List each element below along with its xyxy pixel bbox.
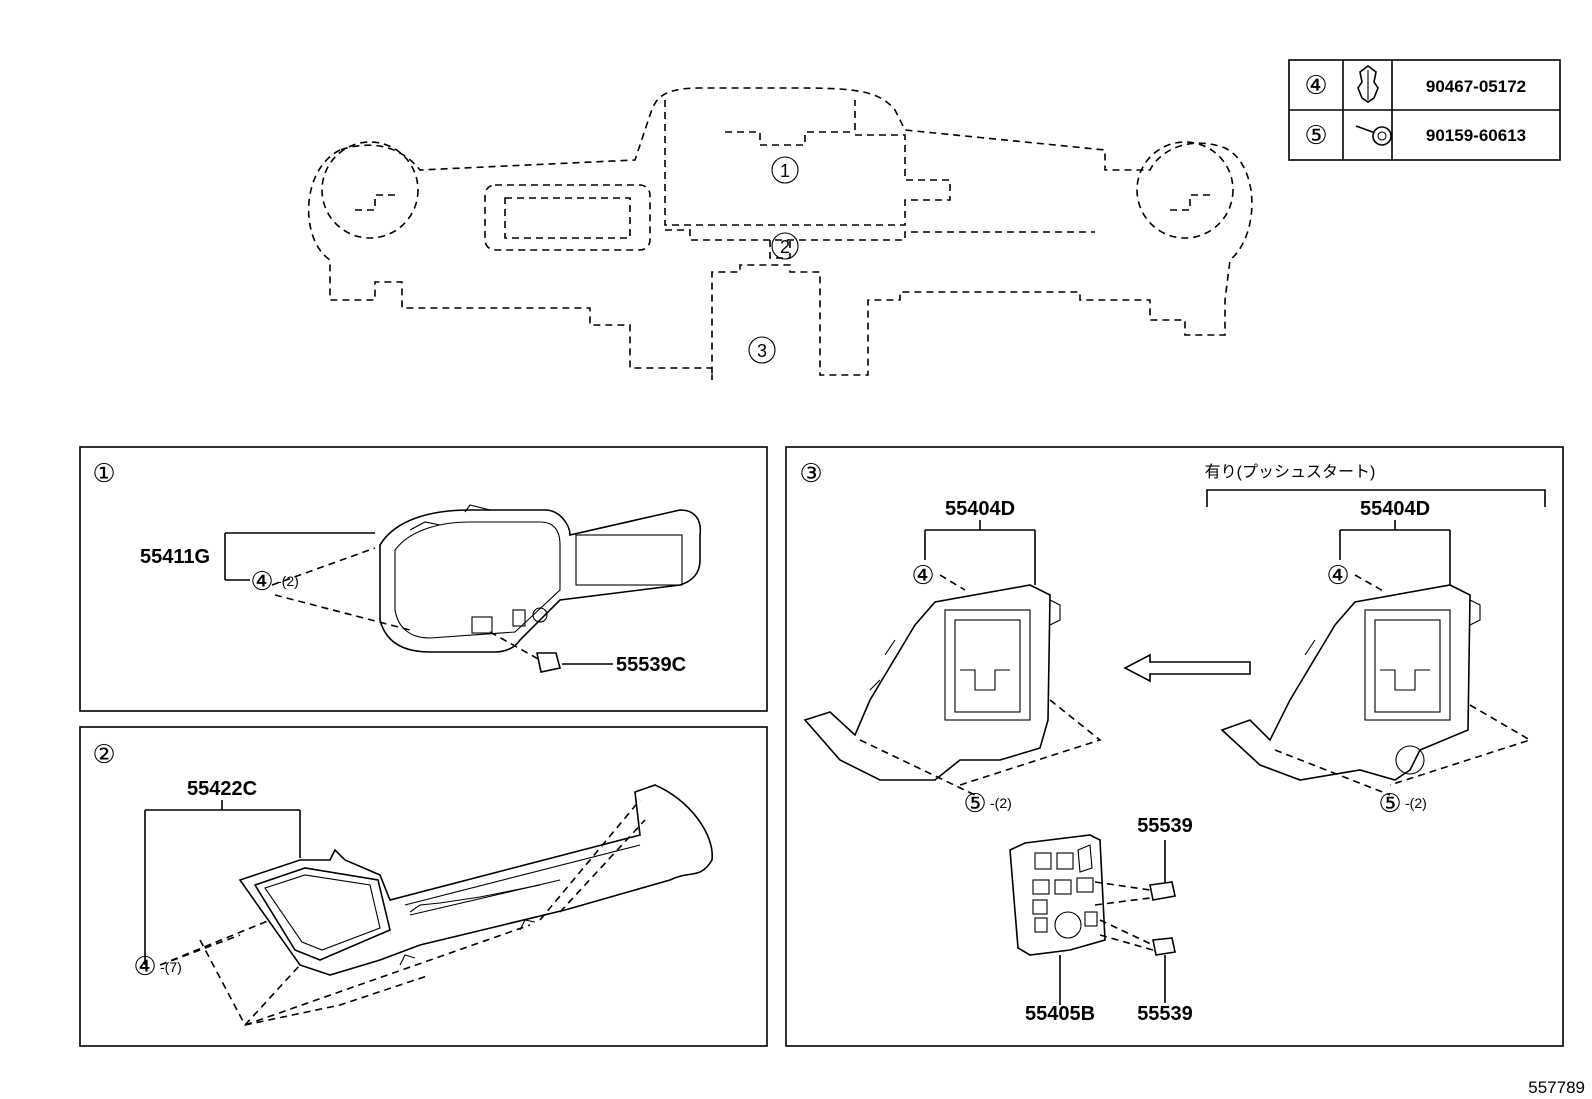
- switch-55539C: [536, 652, 561, 673]
- part-55539-top: 55539: [1137, 815, 1193, 837]
- part-55404D-left: 55404D: [945, 498, 1015, 520]
- overview-callout-2-label: 2: [780, 237, 790, 257]
- overview-callout-1-label: 1: [780, 161, 790, 181]
- clip-icon: [1357, 65, 1379, 103]
- panel-2-clip-qty: -(7): [160, 959, 182, 975]
- panel-3-left-clip-ref: ④: [911, 561, 934, 591]
- panel-2-clip-ref: ④: [133, 952, 156, 982]
- part-55404D-right: 55404D: [1360, 498, 1430, 520]
- panel-2: ② 55422C ④ -(7): [79, 726, 768, 1047]
- panel-3-left-screw-ref: ⑤: [963, 789, 986, 819]
- panel-1-clip-qty: -(2): [277, 573, 299, 589]
- panel-1-clip-ref: ④: [250, 567, 273, 597]
- panel-3: ③ 55404D ④ ⑤ -(2) 有り(プッシュスタート): [785, 446, 1564, 1047]
- panel-2-ref: ②: [92, 740, 115, 770]
- cluster-bezel-55411G: [379, 504, 702, 653]
- lower-panel-55422C: [238, 784, 713, 976]
- variant-note: 有り(プッシュスタート): [1205, 463, 1376, 481]
- panel-1: ① 55411G ④ -(2) 55539C: [79, 446, 768, 712]
- panel-3-right-clip-ref: ④: [1326, 561, 1349, 591]
- part-55539C: 55539C: [616, 654, 686, 676]
- diagram-id: 557789: [1528, 1078, 1585, 1097]
- part-55411G: 55411G: [140, 546, 210, 568]
- legend-part-90467: 90467-05172: [1426, 77, 1526, 96]
- fastener-legend: ④ ⑤ 90467-05172 90159-60613: [1288, 59, 1561, 161]
- panel-3-ref: ③: [799, 459, 822, 489]
- overview-callout-3-label: 3: [757, 341, 767, 361]
- switch-55539-top: [1149, 881, 1176, 901]
- panel-1-ref: ①: [92, 459, 115, 489]
- switch-55539-bottom: [1152, 937, 1176, 956]
- screw-icon: [1355, 125, 1392, 146]
- part-55405B: 55405B: [1025, 1003, 1095, 1025]
- legend-ref-4: ④: [1304, 71, 1327, 101]
- legend-ref-5: ⑤: [1304, 121, 1327, 151]
- part-55539-bottom: 55539: [1137, 1003, 1193, 1025]
- column-cover-55404D-right: [1220, 584, 1481, 781]
- panel-3-left-screw-qty: -(2): [990, 795, 1012, 811]
- column-cover-55404D-left: [803, 584, 1061, 781]
- part-55422C: 55422C: [187, 778, 257, 800]
- switch-panel-55405B: [1009, 834, 1106, 956]
- panel-3-right-screw-qty: -(2): [1405, 795, 1427, 811]
- replacement-arrow: [1123, 653, 1251, 683]
- legend-part-90159: 90159-60613: [1426, 126, 1526, 145]
- dashboard-overview: 1 2 3: [307, 87, 1253, 380]
- panel-3-right-screw-ref: ⑤: [1378, 789, 1401, 819]
